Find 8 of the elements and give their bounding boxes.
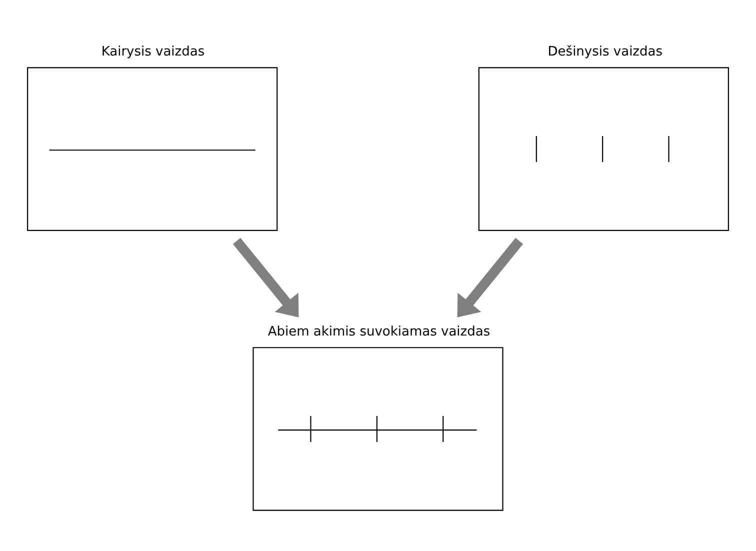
- node-box: [252, 346, 504, 510]
- node-label: Kairysis vaizdas: [101, 44, 205, 59]
- arrow: [457, 237, 524, 317]
- node-label: Abiem akimis suvokiamas vaizdas: [268, 324, 490, 339]
- node-label: Dešinysis vaizdas: [548, 44, 662, 59]
- node-box: [478, 66, 729, 230]
- arrow: [232, 237, 299, 317]
- node-box: [27, 66, 278, 230]
